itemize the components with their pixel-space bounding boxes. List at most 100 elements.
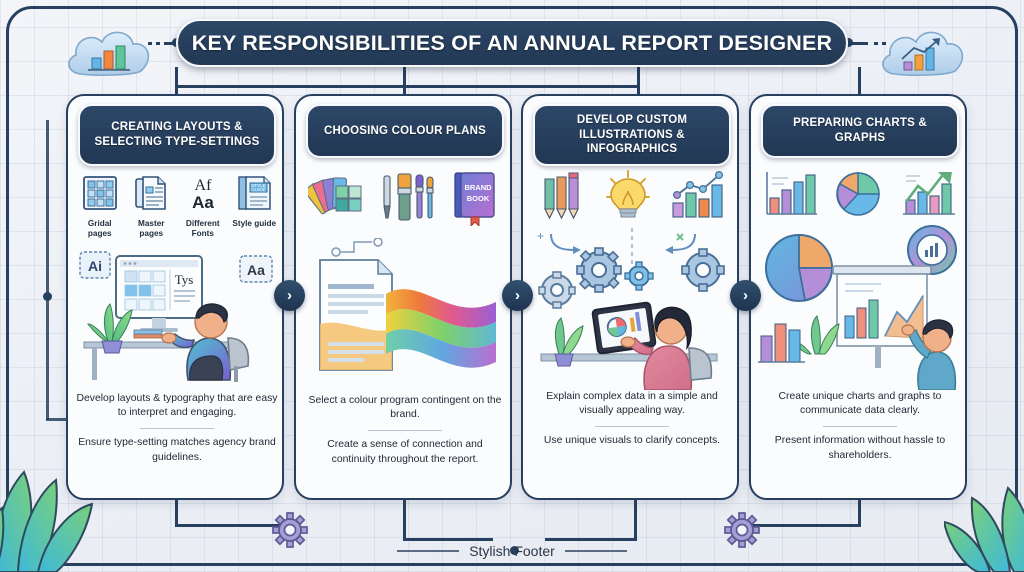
paint-brushes-icon [376, 166, 438, 228]
icon-item-bar-line-chart[interactable] [667, 168, 729, 224]
card-2-divider [368, 429, 442, 432]
card-4-illustration [755, 224, 965, 391]
icon-item-pie-chart[interactable] [829, 166, 887, 222]
left-rail-dot [43, 292, 52, 301]
icon-caption: Different Fonts [185, 219, 220, 238]
card-3-header: DEVELOP CUSTOM ILLUSTRATIONS & INFOGRAPH… [533, 104, 731, 166]
card-4-header: PREPARING CHARTS & GRAPHS [761, 104, 959, 158]
donut-chart-badge [907, 225, 957, 275]
branch-to-card-1 [175, 85, 178, 96]
title-stem-right [637, 67, 640, 87]
chevron-right-icon: › [515, 287, 520, 304]
card-1-header: CREATING LAYOUTS & SELECTING TYPE-SETTIN… [78, 104, 276, 166]
footer-line-right [564, 550, 627, 552]
icon-item-style-guide[interactable]: STYLE GUIDE Style guide [230, 170, 278, 229]
colour-swatch-fan-icon [306, 166, 368, 228]
card-2-header: CHOOSING COLOUR PLANS [306, 104, 504, 158]
gear-small-left [538, 271, 576, 309]
card-preparing-charts-graphs[interactable]: PREPARING CHARTS & GRAPHS [749, 94, 967, 500]
title-horizontal-bar [175, 85, 640, 88]
card-3-illustration: + [527, 228, 737, 391]
main-title-banner: KEY RESPONSIBILITIES OF AN ANNUAL REPORT… [176, 19, 848, 67]
icon-item-master-pages[interactable]: Master pages [127, 170, 175, 238]
lightbulb-idea-icon [601, 168, 655, 224]
branch-to-card-2 [403, 85, 406, 96]
icon-item-gridal-pages[interactable]: Gridal pages [76, 170, 124, 238]
icon-caption: Gridal pages [87, 219, 112, 238]
cloud-connector-dash-left-1 [148, 42, 152, 45]
gear-icon-left [272, 512, 308, 548]
svg-text:GUIDE: GUIDE [251, 187, 266, 192]
svg-text:BRAND: BRAND [464, 183, 492, 192]
icon-item-paint-brushes[interactable] [376, 166, 438, 228]
aa-badge: Aa [239, 255, 273, 283]
card-3-paragraph-2: Use unique visuals to clarify concepts. [543, 435, 721, 447]
svg-text:Aa: Aa [247, 262, 265, 278]
card-3-paragraph-1: Explain complex data in a simple and vis… [546, 391, 718, 417]
card3-bottom-rail [545, 538, 637, 541]
card-develop-custom-illustrations[interactable]: DEVELOP CUSTOM ILLUSTRATIONS & INFOGRAPH… [521, 94, 739, 500]
card-1-body: Develop layouts & typography that are ea… [76, 392, 278, 465]
branch-to-card-4 [858, 67, 861, 96]
card-1-divider [140, 427, 214, 430]
icon-item-different-fonts[interactable]: Af Aa Different Fonts [179, 170, 227, 238]
next-arrow-2-icon[interactable]: › [502, 280, 533, 311]
card4-bottom-stem [858, 500, 861, 526]
gear-icon-right [724, 512, 760, 548]
card-3-header-text: DEVELOP CUSTOM ILLUSTRATIONS & INFOGRAPH… [576, 113, 688, 156]
card-1-header-text: CREATING LAYOUTS & SELECTING TYPE-SETTIN… [94, 121, 260, 148]
card-creating-layouts[interactable]: CREATING LAYOUTS & SELECTING TYPE-SETTIN… [66, 94, 284, 500]
card1-bottom-rail [175, 524, 295, 527]
card-4-body: Create unique charts and graphs to commu… [759, 390, 961, 463]
card1-bottom-stem [175, 500, 178, 526]
cloud-bar-chart-icon [68, 31, 150, 76]
page-title: KEY RESPONSIBILITIES OF AN ANNUAL REPORT… [191, 30, 833, 55]
footer-line-left [397, 550, 460, 552]
title-stem-mid [403, 67, 406, 87]
footer-label: Stylish Footer [469, 543, 555, 559]
presenter-figure [901, 319, 957, 391]
gear-big-left [576, 247, 622, 293]
card-2-header-text: CHOOSING COLOUR PLANS [323, 124, 486, 137]
ai-badge: Ai [79, 251, 111, 279]
svg-text:+: + [537, 229, 544, 243]
cloud-growth-chart-icon [882, 31, 964, 76]
different-fonts-icon: Af Aa [179, 170, 227, 216]
card-4-divider [823, 425, 897, 428]
branch-to-card-3 [637, 85, 640, 96]
icon-item-brand-book[interactable]: BRAND BOOK [446, 166, 504, 228]
growth-arrow-chart-icon [896, 166, 958, 222]
icon-item-pencils[interactable] [535, 168, 589, 224]
svg-text:STYLE: STYLE [251, 183, 266, 188]
svg-text:Af: Af [194, 177, 212, 194]
card-1-icon-row: Gridal pages Master pages [74, 170, 280, 254]
chevron-right-icon: › [743, 287, 748, 304]
card-4-paragraph-2: Present information without hassle to sh… [774, 435, 946, 461]
icon-item-lightbulb[interactable] [601, 168, 655, 224]
card-4-icon-row [757, 166, 963, 228]
card-3-divider [595, 425, 669, 428]
left-rail [46, 120, 49, 420]
card-1-illustration: Ai Aa Tys [72, 246, 282, 390]
icon-item-growth-chart[interactable] [896, 166, 958, 222]
bar-line-chart-icon [667, 168, 729, 224]
next-arrow-3-icon[interactable]: › [730, 280, 761, 311]
footer: Stylish Footer [372, 536, 652, 566]
card2-bottom-rail [403, 538, 493, 541]
card-choosing-colour-plans[interactable]: CHOOSING COLOUR PLANS [294, 94, 512, 500]
card4-bottom-rail [740, 524, 861, 527]
gear-right [681, 248, 725, 292]
card-2-paragraph-1: Select a colour program contingent on th… [308, 395, 502, 421]
master-pages-icon [127, 170, 175, 216]
card-2-illustration [300, 237, 510, 390]
grid-pages-icon [76, 170, 124, 216]
foliage-right [944, 486, 1024, 572]
icon-item-bar-chart[interactable] [762, 166, 820, 222]
icon-item-colour-swatches[interactable] [306, 166, 368, 228]
cloud-connector-dash-right-2 [882, 42, 886, 45]
next-arrow-1-icon[interactable]: › [274, 280, 305, 311]
cloud-connector-dash-left-2 [156, 42, 160, 45]
card-1-paragraph-2: Ensure type-setting matches agency brand… [78, 437, 276, 463]
card-2-paragraph-2: Create a sense of connection and continu… [327, 439, 483, 465]
